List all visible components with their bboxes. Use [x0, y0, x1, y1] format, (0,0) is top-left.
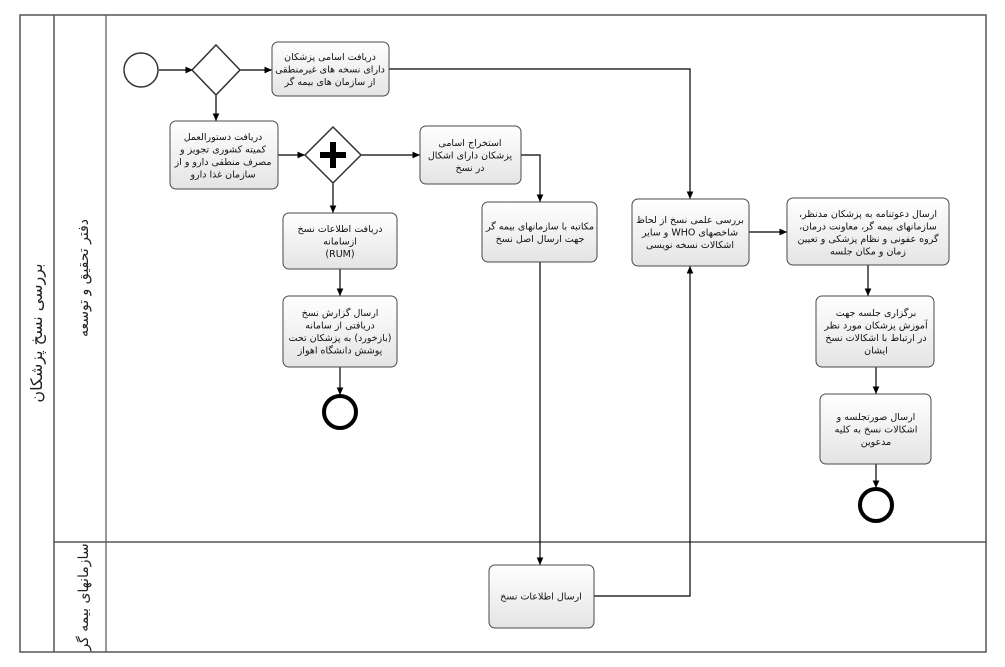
task-label-line: در ارتباط با اشکالات نسخ: [825, 333, 926, 344]
task-label-line: اشکالات نسخه نویسی: [646, 240, 734, 251]
task-label-line: زمان و مکان جلسه: [830, 246, 906, 257]
task-send-minutes: ارسال صورتجلسه و اشکالات نسخ به کلیهمدعوی…: [819, 393, 932, 465]
task-label-line: دریافت اسامی پزشکان: [284, 52, 376, 63]
task-receive-physician-names: دریافت اسامی پزشکان دارای نسخه های غیرمنط…: [271, 41, 390, 97]
start-event: [123, 52, 159, 88]
task-correspond-insurers: مکاتبه با سازمانهای بیمه گر جهت ارسال اصل…: [481, 201, 598, 263]
task-label-line: مصرف منطقی دارو و از: [174, 157, 272, 168]
task-label-line: از سازمان های بیمه گر: [284, 76, 376, 88]
task-label-line: (بازخورد) به پزشکان تحت: [288, 333, 391, 344]
end-event-2: [858, 487, 894, 523]
flow-t1-t7: [389, 68, 694, 199]
task-label-line: در نسخ: [455, 163, 484, 174]
task-scientific-review: بررسی علمی نسخ از لحاظ شاخصهای WHO و سایر…: [631, 198, 750, 267]
lane-label-ins: سازمانهای بیمه گر: [75, 543, 92, 651]
task-label-line: (RUM): [325, 249, 354, 260]
task-label-line: اشکالات نسخ به کلیه: [835, 425, 918, 436]
task-label-line: ازسامانه: [323, 237, 357, 248]
task-label-line: برگزاری جلسه جهت: [836, 307, 917, 319]
lane-label-rnd: دفتر تحقیق و توسعه: [76, 219, 92, 337]
sequence-flows: [159, 66, 880, 597]
task-label-line: کمیته کشوری تجویز و: [179, 144, 266, 155]
task-label-line: مکاتبه با سازمانهای بیمه گر: [485, 220, 594, 232]
task-label-line: ارسال دعوتنامه به پزشکان مدنظر،: [799, 209, 937, 220]
parallel-gateway: [303, 125, 363, 185]
task-label-line: پوشش دانشگاه اهواز: [297, 344, 383, 356]
task-send-invitations: ارسال دعوتنامه به پزشکان مدنظر،سازمانهای…: [786, 197, 950, 266]
pool-label: بررسی نسخ پزشکان: [27, 263, 47, 402]
task-label-line: آموزش پزشکان مورد نظر: [823, 318, 928, 331]
task-label-line: دارای نسخه های غیرمنطقی: [275, 65, 385, 76]
task-label-line: مدعوین: [861, 437, 892, 448]
task-label-line: ارسال گزارش نسخ: [302, 307, 379, 319]
task-label-line: ارسال صورتجلسه و: [836, 412, 916, 423]
task-label-line: استخراج اسامی: [438, 138, 501, 149]
flow-t11-t7: [594, 266, 694, 597]
task-receive-rum-data: دریافت اطلاعات نسخ ازسامانه(RUM): [282, 212, 398, 270]
exclusive-gateway: [190, 43, 242, 97]
task-label-line: ایشان: [864, 345, 888, 356]
task-label-line: ارسال اطلاعات نسخ: [500, 592, 582, 603]
flow-t3-t6: [521, 154, 544, 202]
task-label-line: دریافت دستورالعمل: [184, 132, 263, 143]
task-label-line: پزشکان دارای اشکال: [428, 151, 513, 162]
task-label-line: دریافتی از سامانه: [305, 320, 375, 331]
task-send-prescription-data: ارسال اطلاعات نسخ: [488, 564, 595, 629]
task-label-line: دریافت اطلاعات نسخ: [298, 224, 383, 235]
task-label-line: بررسی علمی نسخ از لحاظ: [636, 215, 744, 226]
task-label-line: گروه عفونی و نظام پزشکی و تعیین: [798, 233, 939, 245]
task-label-line: شاخصهای WHO و سایر: [641, 228, 738, 239]
task-label-line: جهت ارسال اصل نسخ: [496, 234, 585, 245]
end-event-1: [322, 394, 358, 430]
task-label-line: سازمانهای بیمه گر، معاونت درمان،: [799, 220, 937, 232]
task-label-line: سازمان غذا دارو: [189, 169, 255, 180]
